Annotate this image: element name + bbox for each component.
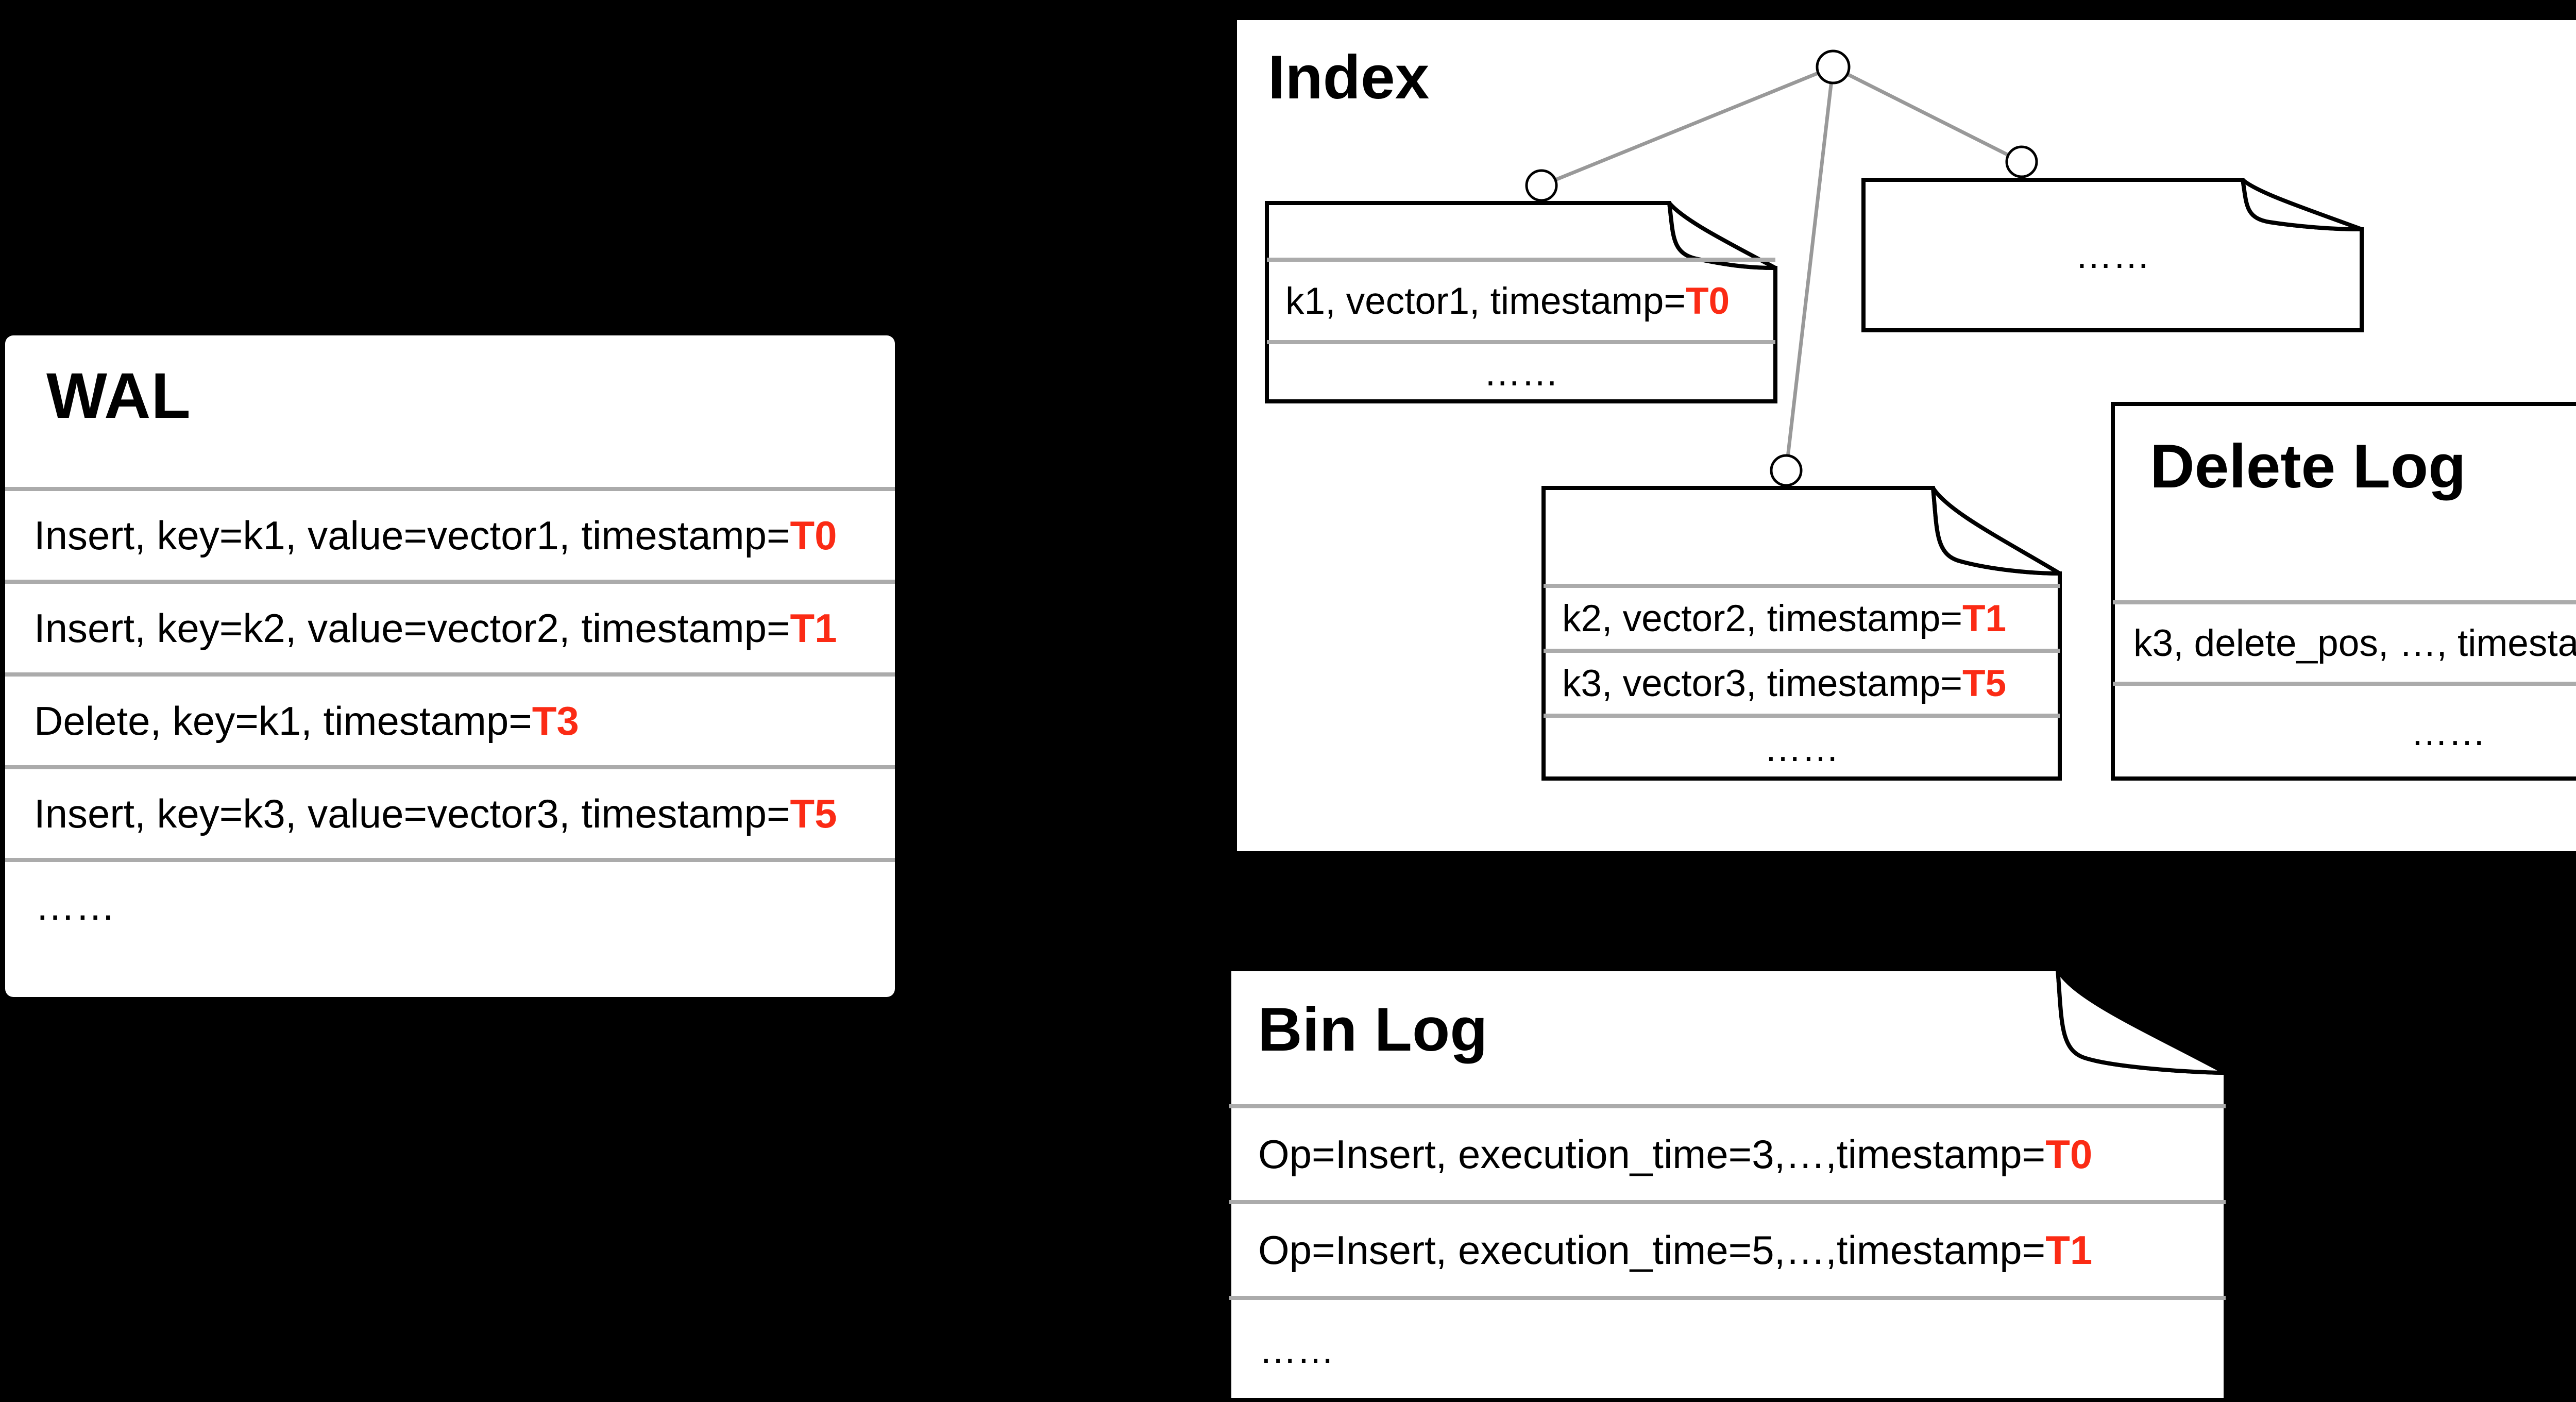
doc-row-text: k2, vector2, timestamp=: [1562, 597, 1962, 639]
document-page-shape: [1861, 178, 2364, 332]
delete-log-title: Delete Log: [2150, 432, 2466, 501]
wal-row-insert-k1: Insert, key=k1, value=vector1, timestamp…: [5, 487, 895, 580]
page-fold-corner: [1667, 201, 1776, 270]
bin-log-row-2: Op=Insert, execution_time=5,…,timestamp=…: [1229, 1200, 2226, 1296]
timestamp-value: T1: [2045, 1227, 2093, 1273]
index-segment-doc-2: k2, vector2, timestamp=T1 k3, vector3, t…: [1541, 486, 2062, 781]
page-fold-corner: [2240, 178, 2363, 231]
page-fold-corner: [2056, 968, 2227, 1075]
doc-header-blank: [1544, 488, 2060, 584]
document-page-shape: [1227, 967, 2228, 1402]
doc-more-ellipsis: ……: [2113, 682, 2576, 779]
index-title: Index: [1268, 43, 1430, 112]
wal-row-text: Insert, key=k2, value=vector2, timestamp…: [34, 605, 790, 651]
page-fold-corner: [1931, 486, 2062, 576]
doc-row-text: k1, vector1, timestamp=: [1285, 280, 1686, 322]
wal-panel: WAL Insert, key=k1, value=vector1, times…: [5, 335, 895, 997]
wal-row-text: Insert, key=k1, value=vector1, timestamp…: [34, 512, 790, 558]
wal-row-delete-k1: Delete, key=k1, timestamp=T3: [5, 672, 895, 765]
timestamp-value: T0: [1685, 280, 1730, 322]
timestamp-value: T1: [790, 605, 837, 651]
delete-log-card: Delete Log k3, delete_pos, …, timestamp=…: [2111, 402, 2576, 781]
doc-row-text: Op=Insert, execution_time=5,…,timestamp=: [1258, 1227, 2046, 1273]
wal-row-insert-k3: Insert, key=k3, value=vector3, timestamp…: [5, 765, 895, 858]
doc-row-k2: k2, vector2, timestamp=T1: [1544, 584, 2060, 649]
doc-row-text: Op=Insert, execution_time=3,…,timestamp=: [1258, 1131, 2046, 1177]
index-segment-doc-1: k1, vector1, timestamp=T0 ……: [1265, 201, 1777, 403]
doc-row-k3: k3, vector3, timestamp=T5: [1544, 649, 2060, 714]
doc-header-blank: [1267, 203, 1775, 258]
timestamp-value: T3: [532, 698, 579, 744]
doc-more-ellipsis: ……: [2075, 234, 2150, 276]
wal-row-text: Insert, key=k3, value=vector3, timestamp…: [34, 790, 790, 836]
bin-log-row-1: Op=Insert, execution_time=3,…,timestamp=…: [1229, 1104, 2226, 1200]
timestamp-value: T1: [1962, 597, 2007, 639]
timestamp-value: T0: [2045, 1131, 2093, 1177]
delete-log-row-k3: k3, delete_pos, …, timestamp=T3: [2113, 600, 2576, 682]
doc-more-ellipsis: ……: [1267, 340, 1775, 401]
wal-title: WAL: [46, 360, 191, 432]
doc-row-text: k3, vector3, timestamp=: [1562, 662, 1962, 704]
doc-more-ellipsis: ……: [1544, 714, 2060, 779]
bin-log-card: Bin Log Op=Insert, execution_time=3,…,ti…: [1227, 967, 2228, 1402]
timestamp-value: T5: [790, 790, 837, 836]
wal-row-insert-k2: Insert, key=k2, value=vector2, timestamp…: [5, 580, 895, 672]
doc-row-text: k3, delete_pos, …, timestamp=: [2133, 622, 2576, 664]
doc-more-ellipsis: ……: [1229, 1296, 2226, 1400]
wal-more-ellipsis: ……: [5, 858, 895, 997]
bin-log-title: Bin Log: [1258, 995, 1488, 1064]
timestamp-value: T0: [790, 512, 837, 558]
wal-row-text: Delete, key=k1, timestamp=: [34, 698, 532, 744]
document-page-shape: [1541, 486, 2062, 781]
timestamp-value: T5: [1962, 662, 2007, 704]
doc-row-k1: k1, vector1, timestamp=T0: [1267, 258, 1775, 340]
index-segment-doc-3: ……: [1861, 178, 2364, 332]
